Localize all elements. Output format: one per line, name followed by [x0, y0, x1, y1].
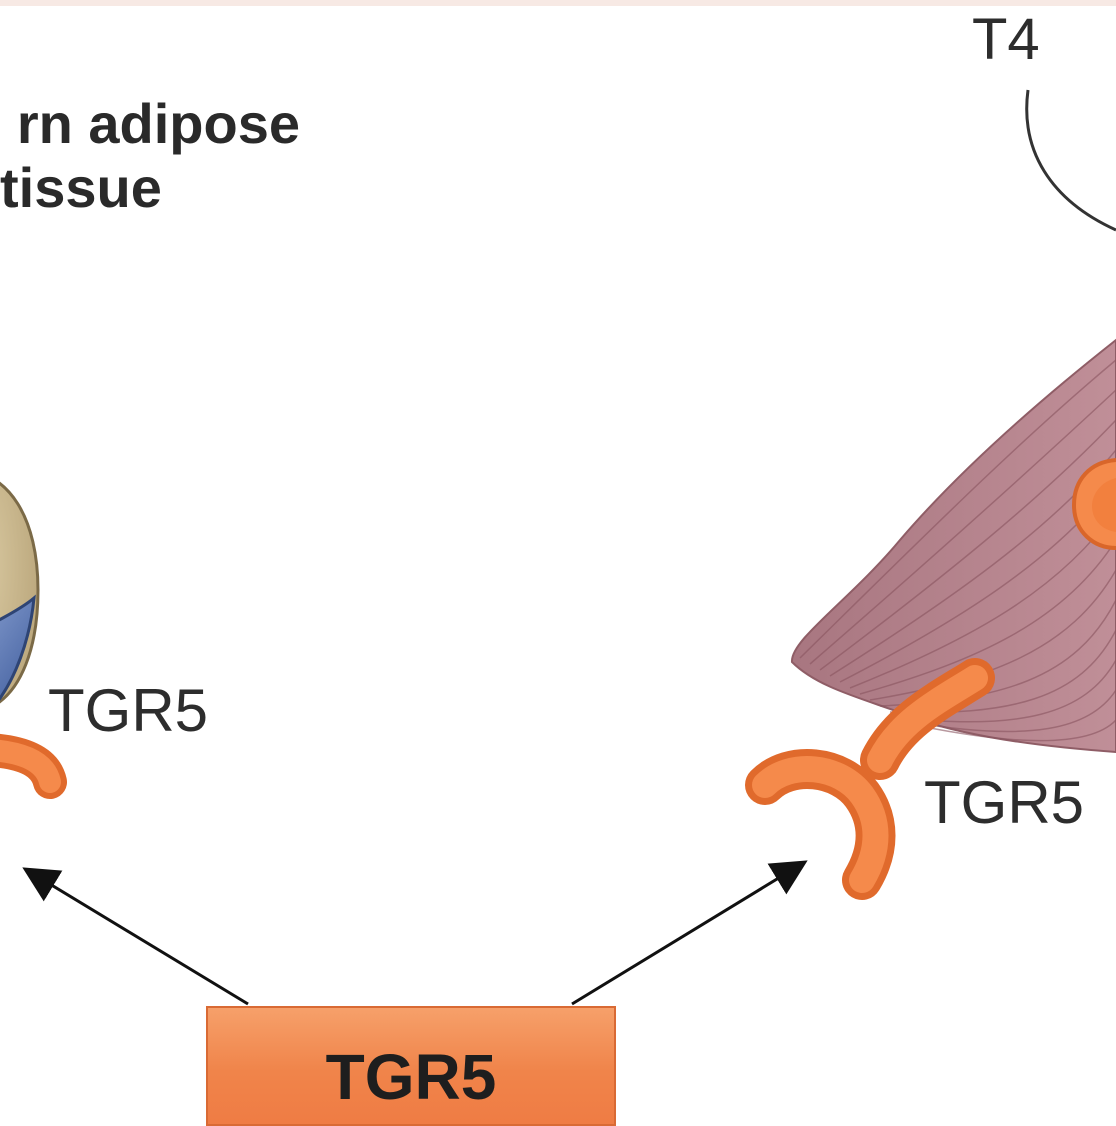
- bat-label-line2: tissue: [0, 156, 162, 219]
- arrow-to-muscle: [571, 860, 808, 1006]
- top-border: [0, 0, 1116, 6]
- arrow-to-adipose: [22, 867, 249, 1006]
- brown-adipose-tissue-label: rn adipose tissue: [0, 92, 300, 220]
- tgr5-box-label: TGR5: [325, 1041, 497, 1113]
- adipocyte-cell: [0, 481, 40, 704]
- tgr5-receptor-right: [745, 658, 995, 900]
- tgr5-box: TGR5: [206, 1006, 616, 1126]
- muscle-fiber: [790, 338, 1116, 754]
- tgr5-right-label: TGR5: [924, 769, 1085, 836]
- t4-label: T4: [972, 7, 1040, 72]
- bat-label-line1: rn adipose: [16, 92, 300, 155]
- t4-connector-line: [1025, 89, 1116, 232]
- tgr5-left-label: TGR5: [48, 677, 209, 744]
